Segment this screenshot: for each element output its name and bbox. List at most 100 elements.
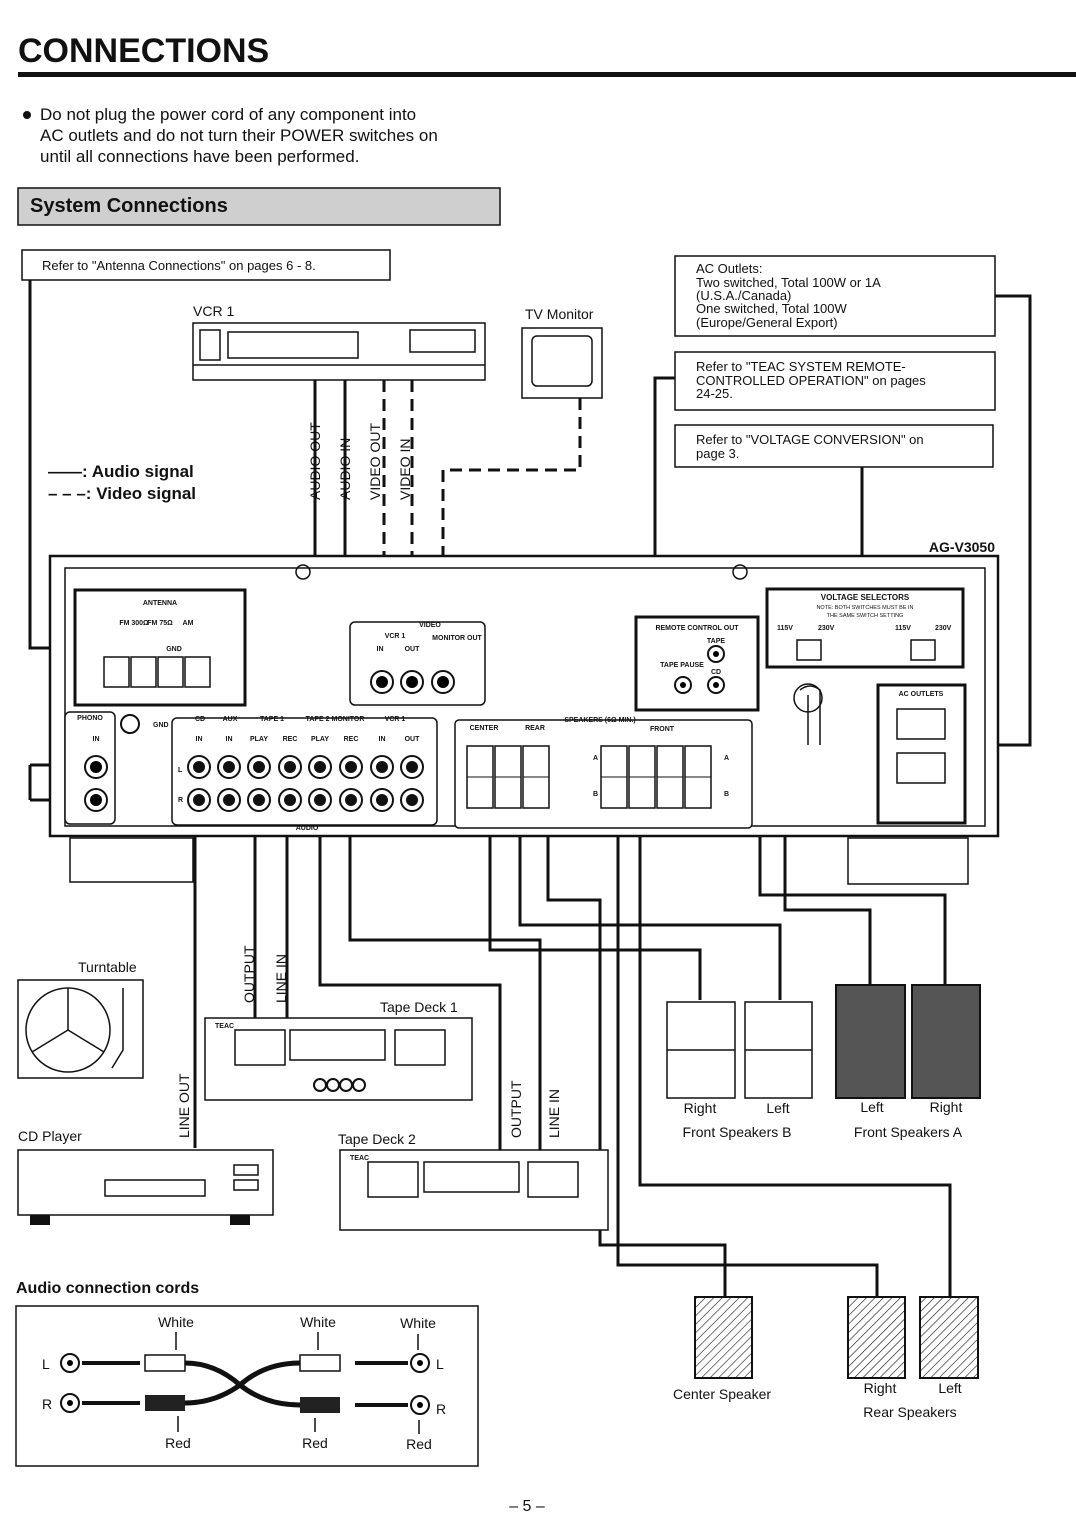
- callout-line: (Europe/General Export): [696, 315, 838, 330]
- svg-text:IN: IN: [226, 736, 233, 743]
- svg-text:AUDIO IN: AUDIO IN: [337, 438, 353, 500]
- svg-text:VOLTAGE SELECTORS: VOLTAGE SELECTORS: [821, 593, 910, 602]
- svg-text:ANTENNA: ANTENNA: [143, 600, 177, 607]
- svg-text:R: R: [436, 1401, 446, 1417]
- svg-text:TAPE PAUSE: TAPE PAUSE: [660, 662, 704, 669]
- svg-text:FM 300Ω: FM 300Ω: [119, 620, 149, 627]
- svg-text:230V: 230V: [818, 625, 835, 632]
- svg-text:Front Speakers B: Front Speakers B: [683, 1124, 792, 1140]
- callout-line: Refer to "VOLTAGE CONVERSION" on: [696, 432, 924, 447]
- svg-text:White: White: [400, 1315, 436, 1331]
- callout-line: Refer to "TEAC SYSTEM REMOTE-: [696, 359, 906, 374]
- svg-text:Left: Left: [938, 1380, 961, 1396]
- voltage-selectors: VOLTAGE SELECTORS NOTE: BOTH SWITCHES MU…: [765, 587, 965, 669]
- svg-text:R: R: [42, 1396, 52, 1412]
- notice-line: until all connections have been performe…: [40, 147, 359, 166]
- turntable-device: [17, 979, 144, 1079]
- svg-text:VIDEO IN: VIDEO IN: [397, 439, 413, 500]
- svg-text:TAPE 2 MONITOR: TAPE 2 MONITOR: [306, 716, 365, 723]
- callout-line: CONTROLLED OPERATION" on pages: [696, 373, 926, 388]
- svg-text:IN: IN: [93, 736, 100, 743]
- turntable-label: Turntable: [78, 959, 137, 975]
- svg-text:IN: IN: [196, 736, 203, 743]
- svg-text:FM 75Ω: FM 75Ω: [147, 620, 173, 627]
- cd-player-label: CD Player: [18, 1128, 82, 1144]
- title-rule: [18, 72, 1076, 77]
- svg-text:L: L: [436, 1356, 444, 1372]
- svg-text:REMOTE CONTROL OUT: REMOTE CONTROL OUT: [655, 625, 739, 632]
- tape-deck-2-device: TEAC: [339, 1149, 609, 1231]
- svg-text:IN: IN: [379, 736, 386, 743]
- vcr-cable-labels: AUDIO OUT AUDIO IN VIDEO OUT VIDEO IN: [307, 422, 413, 500]
- cords-title: Audio connection cords: [16, 1280, 199, 1297]
- svg-text:REAR: REAR: [525, 725, 545, 732]
- ac-outlets: AC OUTLETS: [793, 683, 967, 825]
- svg-text:L: L: [42, 1356, 50, 1372]
- svg-text:230V: 230V: [935, 625, 952, 632]
- section-title: System Connections: [30, 195, 228, 217]
- svg-text:VIDEO: VIDEO: [419, 622, 441, 629]
- callout-line: page 3.: [696, 446, 739, 461]
- svg-text:Rear Speakers: Rear Speakers: [863, 1404, 956, 1420]
- tape-deck-1-device: TEAC: [204, 1017, 473, 1101]
- svg-text:Right: Right: [930, 1099, 963, 1115]
- svg-text:L: L: [178, 767, 183, 774]
- cd-player-device: [17, 1149, 274, 1225]
- svg-text:Red: Red: [406, 1436, 432, 1452]
- knob: [313, 1078, 327, 1092]
- svg-text:White: White: [158, 1314, 194, 1330]
- voltage-callout: [674, 424, 994, 468]
- remote-callout: [674, 351, 996, 411]
- antenna-callout: [21, 249, 391, 281]
- voltage-switch[interactable]: [910, 639, 936, 661]
- center-speaker: Center Speaker: [673, 1296, 771, 1402]
- svg-text:AUDIO: AUDIO: [296, 825, 319, 832]
- svg-text:OUT: OUT: [405, 736, 421, 743]
- vcr-label: VCR 1: [193, 303, 234, 319]
- svg-text:AM: AM: [183, 620, 194, 627]
- tape1-cable-label: OUTPUT: [241, 945, 257, 1003]
- svg-text:A: A: [593, 755, 598, 762]
- legend-audio: ——: Audio signal: [48, 462, 194, 481]
- voltage-switch[interactable]: [796, 639, 822, 661]
- svg-text:SPEAKERS (6Ω MIN.): SPEAKERS (6Ω MIN.): [564, 717, 635, 724]
- svg-text:NOTE: BOTH SWITCHES MUST BE IN: NOTE: BOTH SWITCHES MUST BE IN: [816, 605, 913, 611]
- svg-text:REC: REC: [283, 736, 298, 743]
- page-number: – 5 –: [509, 1498, 545, 1515]
- front-speakers-a: Left Right Front Speakers A: [835, 984, 981, 1140]
- svg-text:TAPE: TAPE: [707, 638, 725, 645]
- svg-text:CD: CD: [195, 716, 205, 723]
- speaker-terminals: SPEAKERS (6Ω MIN.) CENTER REAR FRONT A B…: [454, 717, 753, 829]
- svg-text:PLAY: PLAY: [250, 736, 268, 743]
- cd-cable-label: LINE OUT: [176, 1073, 192, 1138]
- svg-text:GND: GND: [153, 722, 169, 729]
- svg-text:B: B: [724, 791, 729, 798]
- receiver-model: AG-V3050: [929, 539, 995, 555]
- ac-outlets-callout: [674, 255, 996, 337]
- page-title: CONNECTIONS: [18, 32, 269, 70]
- svg-text:Left: Left: [860, 1099, 883, 1115]
- phono-jacks: PHONO IN GND: [64, 711, 169, 825]
- tape2-cable-label: LINE IN: [546, 1089, 562, 1138]
- callout-line: 24-25.: [696, 386, 733, 401]
- svg-text:GND: GND: [166, 646, 182, 653]
- svg-text:PHONO: PHONO: [77, 715, 103, 722]
- callout-line: (U.S.A./Canada): [696, 288, 791, 303]
- antenna-terminals: ANTENNA FM 300Ω FM 75Ω AM GND: [73, 588, 247, 707]
- bullet-icon: [23, 111, 31, 119]
- svg-text:R: R: [178, 797, 183, 804]
- svg-text:TEAC: TEAC: [215, 1023, 234, 1030]
- rear-speakers: Right Left Rear Speakers: [847, 1296, 979, 1420]
- notice-line: Do not plug the power cord of any compon…: [40, 105, 416, 124]
- svg-text:IN: IN: [377, 646, 384, 653]
- svg-text:VCR 1: VCR 1: [385, 633, 406, 640]
- svg-text:AUDIO OUT: AUDIO OUT: [307, 422, 323, 500]
- remote-control-out: REMOTE CONTROL OUT TAPE TAPE PAUSE CD: [634, 615, 760, 712]
- svg-text:TEAC: TEAC: [350, 1155, 369, 1162]
- svg-text:THE SAME SWITCH SETTING: THE SAME SWITCH SETTING: [827, 613, 904, 619]
- svg-text:REC: REC: [344, 736, 359, 743]
- audio-cords-illustration: White White White Red Red Red L R L R: [15, 1305, 479, 1467]
- svg-text:VIDEO OUT: VIDEO OUT: [367, 423, 383, 500]
- tape1-cable-label: LINE IN: [273, 954, 289, 1003]
- svg-text:AUX: AUX: [223, 716, 238, 723]
